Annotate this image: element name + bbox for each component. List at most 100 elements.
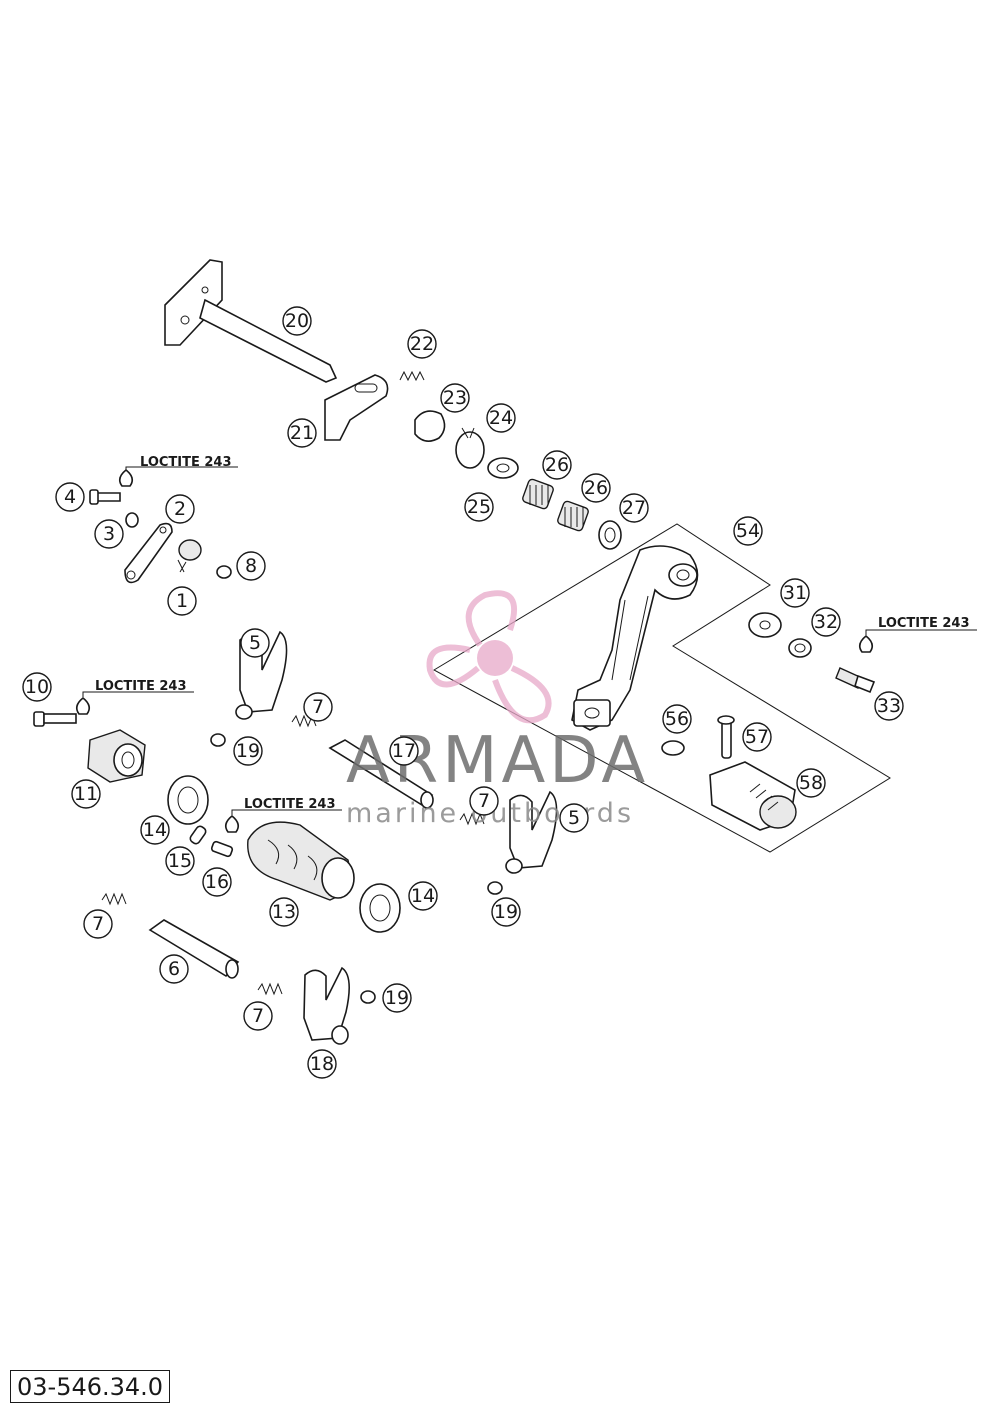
svg-text:7: 7 — [252, 1005, 264, 1027]
svg-text:19: 19 — [236, 740, 260, 762]
svg-text:22: 22 — [410, 333, 434, 355]
svg-text:5: 5 — [568, 807, 580, 829]
svg-text:14: 14 — [143, 819, 167, 841]
callout-26: 26 — [542, 450, 572, 480]
svg-text:26: 26 — [584, 477, 608, 499]
svg-text:24: 24 — [489, 407, 513, 429]
callout-19: 19 — [382, 983, 412, 1013]
bolt-4-part — [89, 489, 121, 505]
roller-19a-part — [210, 733, 226, 747]
svg-text:11: 11 — [74, 783, 98, 805]
loctite-note-label: LOCTITE 243 — [140, 455, 232, 470]
needle-bearing-26b-part — [557, 500, 589, 532]
svg-text:7: 7 — [92, 913, 104, 935]
svg-text:57: 57 — [745, 726, 769, 748]
svg-text:1: 1 — [176, 590, 188, 612]
callout-7: 7 — [243, 1001, 273, 1031]
cam-11-part — [87, 729, 146, 783]
svg-text:7: 7 — [478, 790, 490, 812]
shift-shaft-part — [164, 259, 338, 383]
needle-bearing-26a-part — [522, 478, 554, 510]
callout-10: 10 — [22, 672, 52, 702]
pedal-tip-58-part — [709, 761, 797, 831]
callout-54: 54 — [733, 516, 763, 546]
callout-19: 19 — [491, 897, 521, 927]
clip-56-part — [661, 740, 685, 756]
callout-8: 8 — [236, 551, 266, 581]
roller-19b-part — [487, 881, 503, 895]
bolt-33-part — [835, 667, 876, 694]
callout-16: 16 — [202, 867, 232, 897]
shift-fork-5b-part — [505, 790, 558, 874]
spring-washer-32-part — [788, 638, 812, 658]
svg-text:13: 13 — [272, 901, 296, 923]
svg-text:15: 15 — [168, 850, 192, 872]
pin-57-part — [717, 715, 735, 759]
svg-text:27: 27 — [622, 497, 646, 519]
washer-31-part — [748, 612, 782, 638]
callout-13: 13 — [269, 897, 299, 927]
armada-logo-icon — [426, 590, 552, 724]
callout-5: 5 — [559, 803, 589, 833]
svg-text:18: 18 — [310, 1053, 334, 1075]
svg-text:54: 54 — [736, 520, 760, 542]
diagram-reference-code: 03-546.34.0 — [10, 1370, 171, 1403]
seal-27-part — [598, 520, 622, 550]
roller-19c-part — [360, 990, 376, 1004]
svg-text:31: 31 — [783, 582, 807, 604]
svg-text:2: 2 — [174, 498, 186, 520]
callout-23: 23 — [440, 383, 470, 413]
svg-text:56: 56 — [665, 708, 689, 730]
spring-7d-part — [257, 982, 283, 996]
shift-pedal-group-box — [432, 523, 891, 853]
svg-text:26: 26 — [545, 454, 569, 476]
lever-2-part — [124, 522, 173, 584]
note-leader-lines — [82, 466, 977, 815]
bolt-10-part — [33, 711, 77, 727]
shift-pedal-54-part — [571, 545, 699, 731]
svg-text:14: 14 — [411, 885, 435, 907]
callout-58: 58 — [796, 768, 826, 798]
callout-11: 11 — [71, 779, 101, 809]
svg-text:32: 32 — [814, 611, 838, 633]
svg-text:23: 23 — [443, 387, 467, 409]
svg-text:21: 21 — [290, 422, 314, 444]
shift-fork-18-part — [303, 966, 350, 1045]
callout-14: 14 — [408, 881, 438, 911]
svg-text:58: 58 — [799, 772, 823, 794]
pin-15-part — [189, 825, 207, 845]
bearing-14a-part — [167, 775, 209, 825]
callout-2: 2 — [165, 494, 195, 524]
clip-23-part — [414, 410, 446, 442]
svg-text:7: 7 — [312, 696, 324, 718]
callout-7: 7 — [83, 909, 113, 939]
loctite-note-label: LOCTITE 243 — [95, 679, 187, 694]
callout-24: 24 — [486, 403, 516, 433]
callout-5: 5 — [240, 628, 270, 658]
svg-text:8: 8 — [245, 555, 257, 577]
loctite-note-label: LOCTITE 243 — [244, 797, 336, 812]
svg-text:6: 6 — [168, 958, 180, 980]
shift-drum-13-part — [247, 821, 355, 901]
callout-17: 17 — [389, 736, 419, 766]
svg-text:4: 4 — [64, 486, 76, 508]
spring-1-part — [177, 539, 202, 573]
callout-7: 7 — [469, 786, 499, 816]
ring-24-part — [455, 427, 485, 469]
callout-1: 1 — [167, 586, 197, 616]
callout-18: 18 — [307, 1049, 337, 1079]
callout-26: 26 — [581, 473, 611, 503]
callout-14: 14 — [140, 815, 170, 845]
sleeve-8-part — [216, 565, 232, 579]
svg-text:10: 10 — [25, 676, 49, 698]
washer-3-part — [125, 512, 139, 528]
callout-22: 22 — [407, 329, 437, 359]
callout-21: 21 — [287, 418, 317, 448]
svg-text:19: 19 — [494, 901, 518, 923]
callout-25: 25 — [464, 492, 494, 522]
callout-6: 6 — [159, 954, 189, 984]
shaft-6-part — [148, 919, 240, 979]
loctite-note-label: LOCTITE 243 — [878, 616, 970, 631]
screw-16-part — [210, 840, 234, 858]
